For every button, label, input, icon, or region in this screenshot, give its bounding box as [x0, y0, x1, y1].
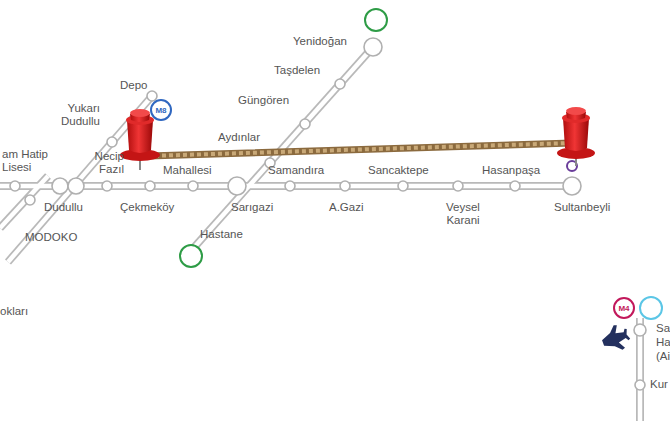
- station-dot: [510, 181, 520, 191]
- station-label: MODOKO: [25, 231, 77, 244]
- station-dot: [52, 178, 68, 194]
- station-label: Yenidoğan: [293, 35, 347, 48]
- push-pin: [557, 107, 595, 166]
- station-dot: [188, 181, 198, 191]
- station-label: Taşdelen: [274, 64, 320, 77]
- station-label: Hasanpaşa: [482, 164, 540, 177]
- line-marker: [640, 297, 662, 319]
- station-label: Çekmeköy: [120, 201, 174, 214]
- line-code: M8: [155, 106, 166, 115]
- metro-lines: [0, 47, 640, 421]
- station-dot: [635, 380, 645, 390]
- station-label: Veysel Karani: [437, 201, 489, 227]
- station-label: Güngören: [238, 94, 289, 107]
- station-label: Ha: [656, 336, 670, 349]
- airport-icon: [599, 322, 633, 356]
- station-dot: [145, 181, 155, 191]
- stations: [10, 38, 646, 390]
- station-dot: [634, 324, 646, 336]
- station-label: Sancaktepe: [368, 164, 429, 177]
- station-dot: [453, 181, 463, 191]
- station-dot: [335, 79, 345, 89]
- line-marker: [180, 245, 202, 267]
- station-label: Necip Fazıl: [88, 150, 124, 176]
- station-label: Dudullu: [44, 201, 83, 214]
- station-dot: [340, 181, 350, 191]
- line-badge: M8: [150, 99, 172, 121]
- rope: [148, 143, 572, 156]
- station-dot: [364, 38, 382, 56]
- station-label: Kur: [650, 378, 668, 391]
- station-label: Aydınlar: [218, 131, 260, 144]
- station-dot: [107, 137, 117, 147]
- line-marker: [365, 9, 387, 31]
- station-label: Samandıra: [268, 164, 324, 177]
- rope-twist: [148, 143, 572, 156]
- track-core: [0, 176, 48, 228]
- station-label: okları: [0, 305, 28, 318]
- station-label: A.Gazi: [329, 201, 364, 214]
- station-dot: [25, 195, 35, 205]
- station-label: Sarıgazi: [231, 201, 273, 214]
- station-dot: [102, 181, 112, 191]
- station-dot: [398, 181, 408, 191]
- station-label: am Hatip Lisesi: [2, 148, 52, 174]
- line-code: M4: [618, 304, 629, 313]
- line-rings: [180, 9, 662, 319]
- station-label: Depo: [120, 79, 148, 92]
- station-dot: [68, 178, 84, 194]
- station-dot: [563, 177, 581, 195]
- track: [0, 182, 580, 190]
- station-label: Yukarı Dudullu: [48, 102, 100, 128]
- station-dot: [300, 119, 310, 129]
- station-label: Mahallesi: [163, 164, 212, 177]
- line-badge: M4: [613, 297, 635, 319]
- rope-body: [148, 143, 572, 156]
- station-dot: [285, 181, 295, 191]
- station-label: Sultanbeyli: [554, 201, 610, 214]
- station-dot: [10, 181, 20, 191]
- station-label: Sa: [656, 322, 670, 335]
- station-label: Hastane: [200, 228, 243, 241]
- station-dot: [228, 177, 246, 195]
- station-label: (Ai: [656, 350, 670, 363]
